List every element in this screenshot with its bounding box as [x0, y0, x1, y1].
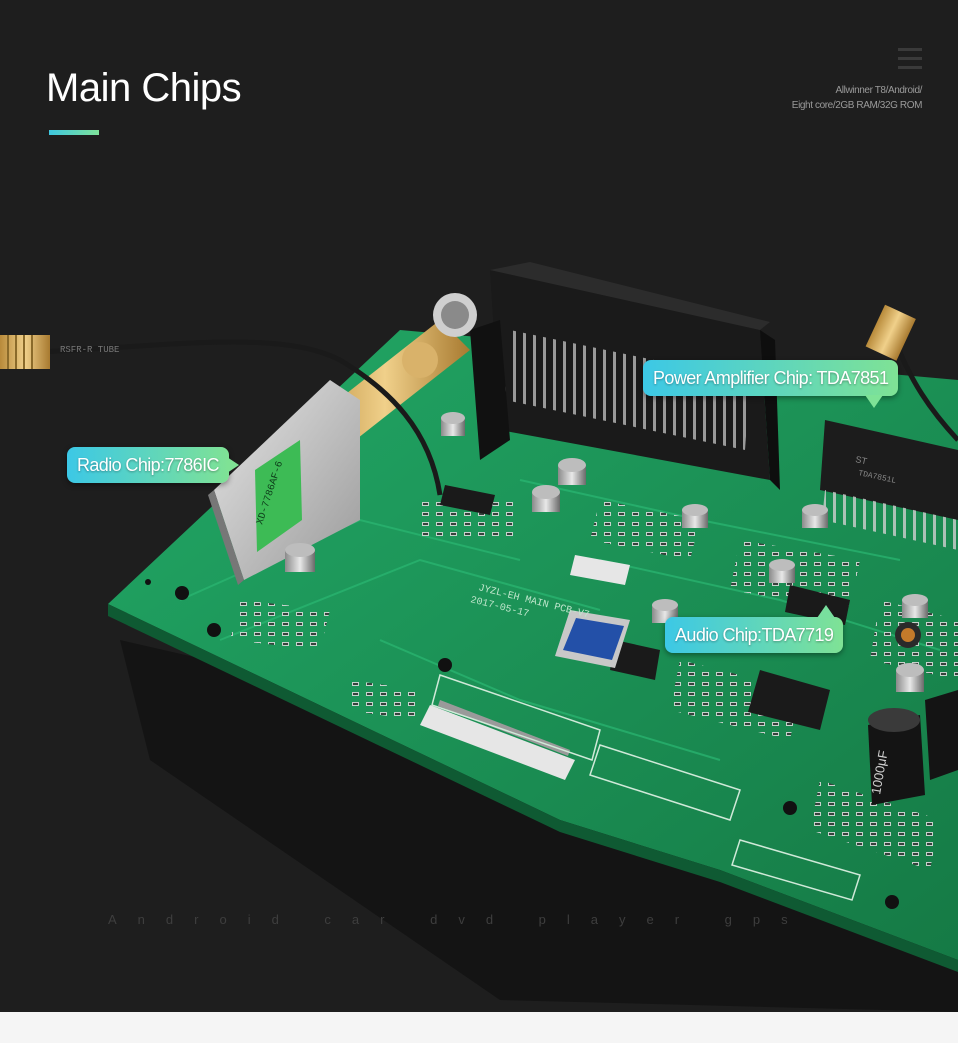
menu-icon[interactable]	[898, 48, 922, 72]
audio-chip-label: Audio Chip:TDA7719	[675, 625, 834, 645]
callout-pointer	[817, 605, 835, 618]
bottom-strip	[0, 1012, 958, 1043]
audio-chip-callout: Audio Chip:TDA7719	[665, 605, 844, 653]
callout-pointer	[865, 395, 883, 408]
ribbon-connector	[420, 555, 630, 780]
callout-pointer	[226, 457, 239, 473]
rf-cable-label: RSFR-R TUBE	[60, 345, 119, 355]
sma-connector-left	[0, 335, 50, 369]
product-banner: RSFR-R TUBE XD-7786AF-6 ST TDA7851L	[0, 0, 958, 1012]
sma-connector-right	[865, 304, 916, 361]
spec-text-line-2: Eight core/2GB RAM/32G ROM	[791, 100, 923, 111]
wireless-module	[555, 610, 630, 668]
spec-text-line-1: Allwinner T8/Android/	[835, 85, 923, 96]
radio-tuner-module: XD-7786AF-6	[208, 380, 360, 585]
large-capacitor: 1000μF	[868, 690, 958, 805]
radio-chip-callout: Radio Chip:7786IC	[67, 447, 239, 483]
radio-chip-label: Radio Chip:7786IC	[77, 455, 220, 475]
power-amplifier-callout: Power Amplifier Chip: TDA7851	[643, 360, 899, 408]
wiring-harness-connector	[470, 262, 780, 490]
power-amplifier-chip: ST TDA7851L	[820, 420, 958, 550]
amp-chip-brand: ST	[855, 454, 869, 466]
page-title: Main Chips	[46, 66, 242, 110]
power-amplifier-label: Power Amplifier Chip: TDA7851	[653, 368, 889, 388]
pcb-board-photo: RSFR-R TUBE XD-7786AF-6 ST TDA7851L	[0, 262, 958, 972]
capacitors	[285, 412, 928, 692]
title-accent-bar	[49, 130, 99, 135]
footer-tagline: Android car dvd player gps	[108, 912, 809, 927]
